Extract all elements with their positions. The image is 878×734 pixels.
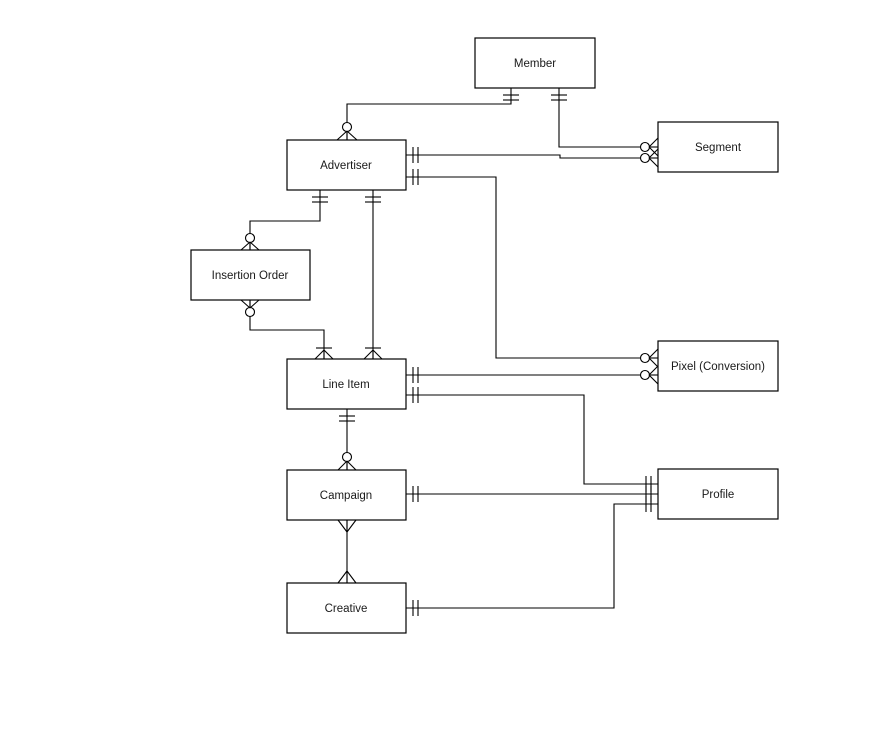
entity-insertion-order[interactable]: Insertion Order <box>190 249 311 301</box>
cardinality-one-member-advertiser <box>503 94 519 101</box>
entity-label-campaign: Campaign <box>320 490 372 502</box>
cardinality-zero-or-many-segment-bottom <box>639 148 659 168</box>
entity-segment[interactable]: Segment <box>657 121 779 173</box>
entity-label-member: Member <box>514 58 556 70</box>
cardinality-one-lineitem-campaign <box>339 415 355 422</box>
entity-line-item[interactable]: Line Item <box>286 358 407 410</box>
cardinality-one-or-many-lineitem-insertionorder <box>314 347 334 360</box>
relationship-line-member-advertiser[interactable] <box>346 88 512 140</box>
entity-label-line-item: Line Item <box>322 379 369 391</box>
relationship-line-creative-profile[interactable] <box>406 503 658 609</box>
cardinality-many-creative-top <box>337 570 357 584</box>
cardinality-one-lineitem-profile <box>412 387 419 403</box>
relationship-line-member-segment[interactable] <box>558 88 658 148</box>
entity-member[interactable]: Member <box>474 37 596 89</box>
cardinality-one-member-segment <box>551 94 567 101</box>
cardinality-zero-or-many-advertiser-top <box>336 121 358 141</box>
cardinality-one-campaign-profile <box>412 486 419 502</box>
entities: Member Segment Advertiser Insertion Orde… <box>190 37 779 634</box>
entity-label-creative: Creative <box>325 603 368 615</box>
entity-creative[interactable]: Creative <box>286 582 407 634</box>
entity-label-insertion-order: Insertion Order <box>212 270 289 282</box>
cardinality-one-creative-profile <box>412 600 419 616</box>
cardinality-one-advertiser-pixel <box>412 169 419 185</box>
entity-label-profile: Profile <box>702 489 735 501</box>
cardinality-notations <box>240 94 659 616</box>
entity-profile[interactable]: Profile <box>657 468 779 520</box>
cardinality-zero-or-many-insertionorder-top <box>240 232 260 251</box>
entity-label-advertiser: Advertiser <box>320 160 372 172</box>
cardinality-one-advertiser-insertionorder <box>312 196 328 203</box>
relationship-line-advertiser-pixel[interactable] <box>406 176 658 359</box>
cardinality-one-profile-creative <box>645 496 652 512</box>
relationship-line-insertionorder-lineitem[interactable] <box>249 300 325 359</box>
relationship-line-advertiser-insertionorder[interactable] <box>249 190 321 250</box>
cardinality-zero-or-many-segment-top <box>639 137 659 157</box>
cardinality-one-or-many-lineitem-advertiser <box>363 347 383 360</box>
relationship-line-lineitem-profile[interactable] <box>406 394 658 485</box>
relationship-line-advertiser-segment[interactable] <box>406 154 658 159</box>
cardinality-one-lineitem-pixel <box>412 367 419 383</box>
entity-label-pixel-conversion: Pixel (Conversion) <box>671 361 765 373</box>
entity-label-segment: Segment <box>695 142 742 154</box>
cardinality-zero-or-many-pixel-bottom <box>639 365 659 385</box>
cardinality-one-advertiser-lineitem <box>365 196 381 203</box>
cardinality-zero-or-many-insertionorder-bottom <box>240 299 260 318</box>
cardinality-zero-or-many-campaign-top <box>337 451 357 471</box>
entity-pixel-conversion[interactable]: Pixel (Conversion) <box>657 340 779 392</box>
entity-campaign[interactable]: Campaign <box>286 469 407 521</box>
cardinality-zero-or-many-pixel-top <box>639 348 659 368</box>
cardinality-many-campaign-bottom <box>337 519 357 533</box>
cardinality-one-advertiser-segment <box>412 147 419 163</box>
entity-advertiser[interactable]: Advertiser <box>286 139 407 191</box>
